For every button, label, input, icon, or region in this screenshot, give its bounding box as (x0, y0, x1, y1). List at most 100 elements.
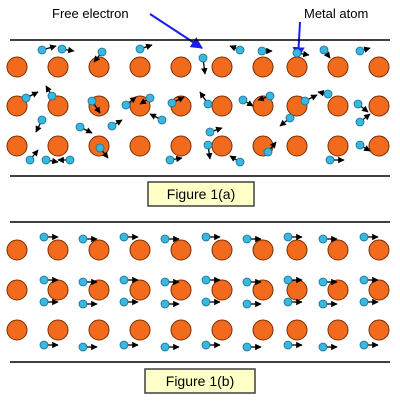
free-electron-icon (359, 297, 369, 307)
free-electron-icon (145, 93, 155, 103)
free-electron-icon (257, 46, 267, 56)
free-electron-icon (235, 45, 245, 55)
metal-atom-icon (6, 319, 28, 341)
caption-box-1b (144, 368, 256, 394)
metal-atom-icon (368, 319, 390, 341)
metal-atom-icon (368, 135, 390, 157)
free-electron-icon (25, 155, 35, 165)
metal-atom-icon (88, 279, 110, 301)
free-electron-icon (39, 297, 49, 307)
metal-atom-icon (6, 135, 28, 157)
metal-atom-icon (6, 95, 28, 117)
free-electron-icon (285, 113, 295, 123)
metal-atom-icon (252, 56, 274, 78)
free-electron-icon (107, 121, 117, 131)
free-electron-icon (359, 340, 369, 350)
metal-atom-icon (211, 95, 233, 117)
free-electron-icon (238, 95, 248, 105)
free-electron-icon (283, 340, 293, 350)
metal-atom-icon (368, 239, 390, 261)
free-electron-icon (39, 340, 49, 350)
free-electron-icon (201, 232, 211, 242)
metal-atom-icon (252, 279, 274, 301)
free-electron-icon (160, 299, 170, 309)
free-electron-icon (119, 297, 129, 307)
free-electron-icon (157, 115, 167, 125)
free-electron-icon (323, 89, 333, 99)
metal-atom-icon (88, 239, 110, 261)
metal-atom-icon (327, 135, 349, 157)
metal-atom-icon (6, 239, 28, 261)
free-electron-label: Free electron (52, 6, 129, 21)
free-electron-icon (201, 340, 211, 350)
metal-atom-icon (368, 56, 390, 78)
free-electron-icon (318, 342, 328, 352)
metal-atom-icon (47, 56, 69, 78)
wire-figure-1b (6, 221, 390, 363)
metal-atom-icon (88, 319, 110, 341)
metal-atom-icon (211, 279, 233, 301)
wire-figure-1a (6, 39, 390, 177)
free-electron-icon (201, 297, 211, 307)
free-electron-icon (167, 98, 177, 108)
free-electron-icon (160, 277, 170, 287)
free-electron-icon (203, 140, 213, 150)
caption-1b: Figure 1(b) (166, 373, 234, 389)
metal-atom-icon (211, 56, 233, 78)
metal-atom-icon (211, 239, 233, 261)
free-electron-icon (160, 342, 170, 352)
metal-atom-icon (88, 56, 110, 78)
caption-box-1a (147, 181, 255, 207)
metal-atom-icon (252, 239, 274, 261)
free-electron-icon (353, 99, 363, 109)
caption-1a: Figure 1(a) (167, 186, 235, 202)
free-electron-icon (41, 155, 51, 165)
metal-atom-icon (327, 56, 349, 78)
metal-atom-icon (286, 56, 308, 78)
free-electron-icon (318, 299, 328, 309)
free-electron-icon (78, 342, 88, 352)
free-electron-icon (95, 143, 105, 153)
free-electron-icon (263, 147, 273, 157)
free-electron-icon (198, 53, 208, 63)
metal-atom-icon (47, 135, 69, 157)
free-electron-icon (39, 275, 49, 285)
free-electron-icon (318, 234, 328, 244)
free-electron-icon (78, 277, 88, 287)
metal-atom-icon (327, 319, 349, 341)
free-electron-icon (97, 47, 107, 57)
free-electron-icon (325, 155, 335, 165)
free-electron-icon (135, 44, 145, 54)
metal-atom-icon (170, 56, 192, 78)
free-electron-icon (359, 275, 369, 285)
metal-atom-icon (6, 279, 28, 301)
free-electron-icon (265, 91, 275, 101)
free-electron-icon (242, 234, 252, 244)
metal-atom-icon (286, 135, 308, 157)
free-electron-icon (87, 96, 97, 106)
metal-atom-icon (368, 95, 390, 117)
free-electron-icon (47, 91, 57, 101)
metal-atom-icon (327, 95, 349, 117)
free-electron-icon (359, 232, 369, 242)
free-electron-icon (283, 275, 293, 285)
free-electron-icon (292, 48, 302, 58)
metal-atom-label: Metal atom (304, 6, 368, 21)
free-electron-icon (39, 232, 49, 242)
free-electron-icon (119, 232, 129, 242)
free-electron-icon (242, 299, 252, 309)
metal-atom-icon (327, 279, 349, 301)
free-electron-icon (201, 275, 211, 285)
metal-atom-icon (211, 319, 233, 341)
metal-atom-icon (129, 56, 151, 78)
free-electron-icon (119, 340, 129, 350)
metal-atom-icon (129, 279, 151, 301)
free-electron-icon (319, 45, 329, 55)
free-electron-icon (300, 96, 310, 106)
free-electron-icon (242, 342, 252, 352)
free-electron-icon (160, 234, 170, 244)
free-electron-icon (57, 44, 67, 54)
metal-atom-icon (286, 239, 308, 261)
metal-atom-icon (170, 239, 192, 261)
